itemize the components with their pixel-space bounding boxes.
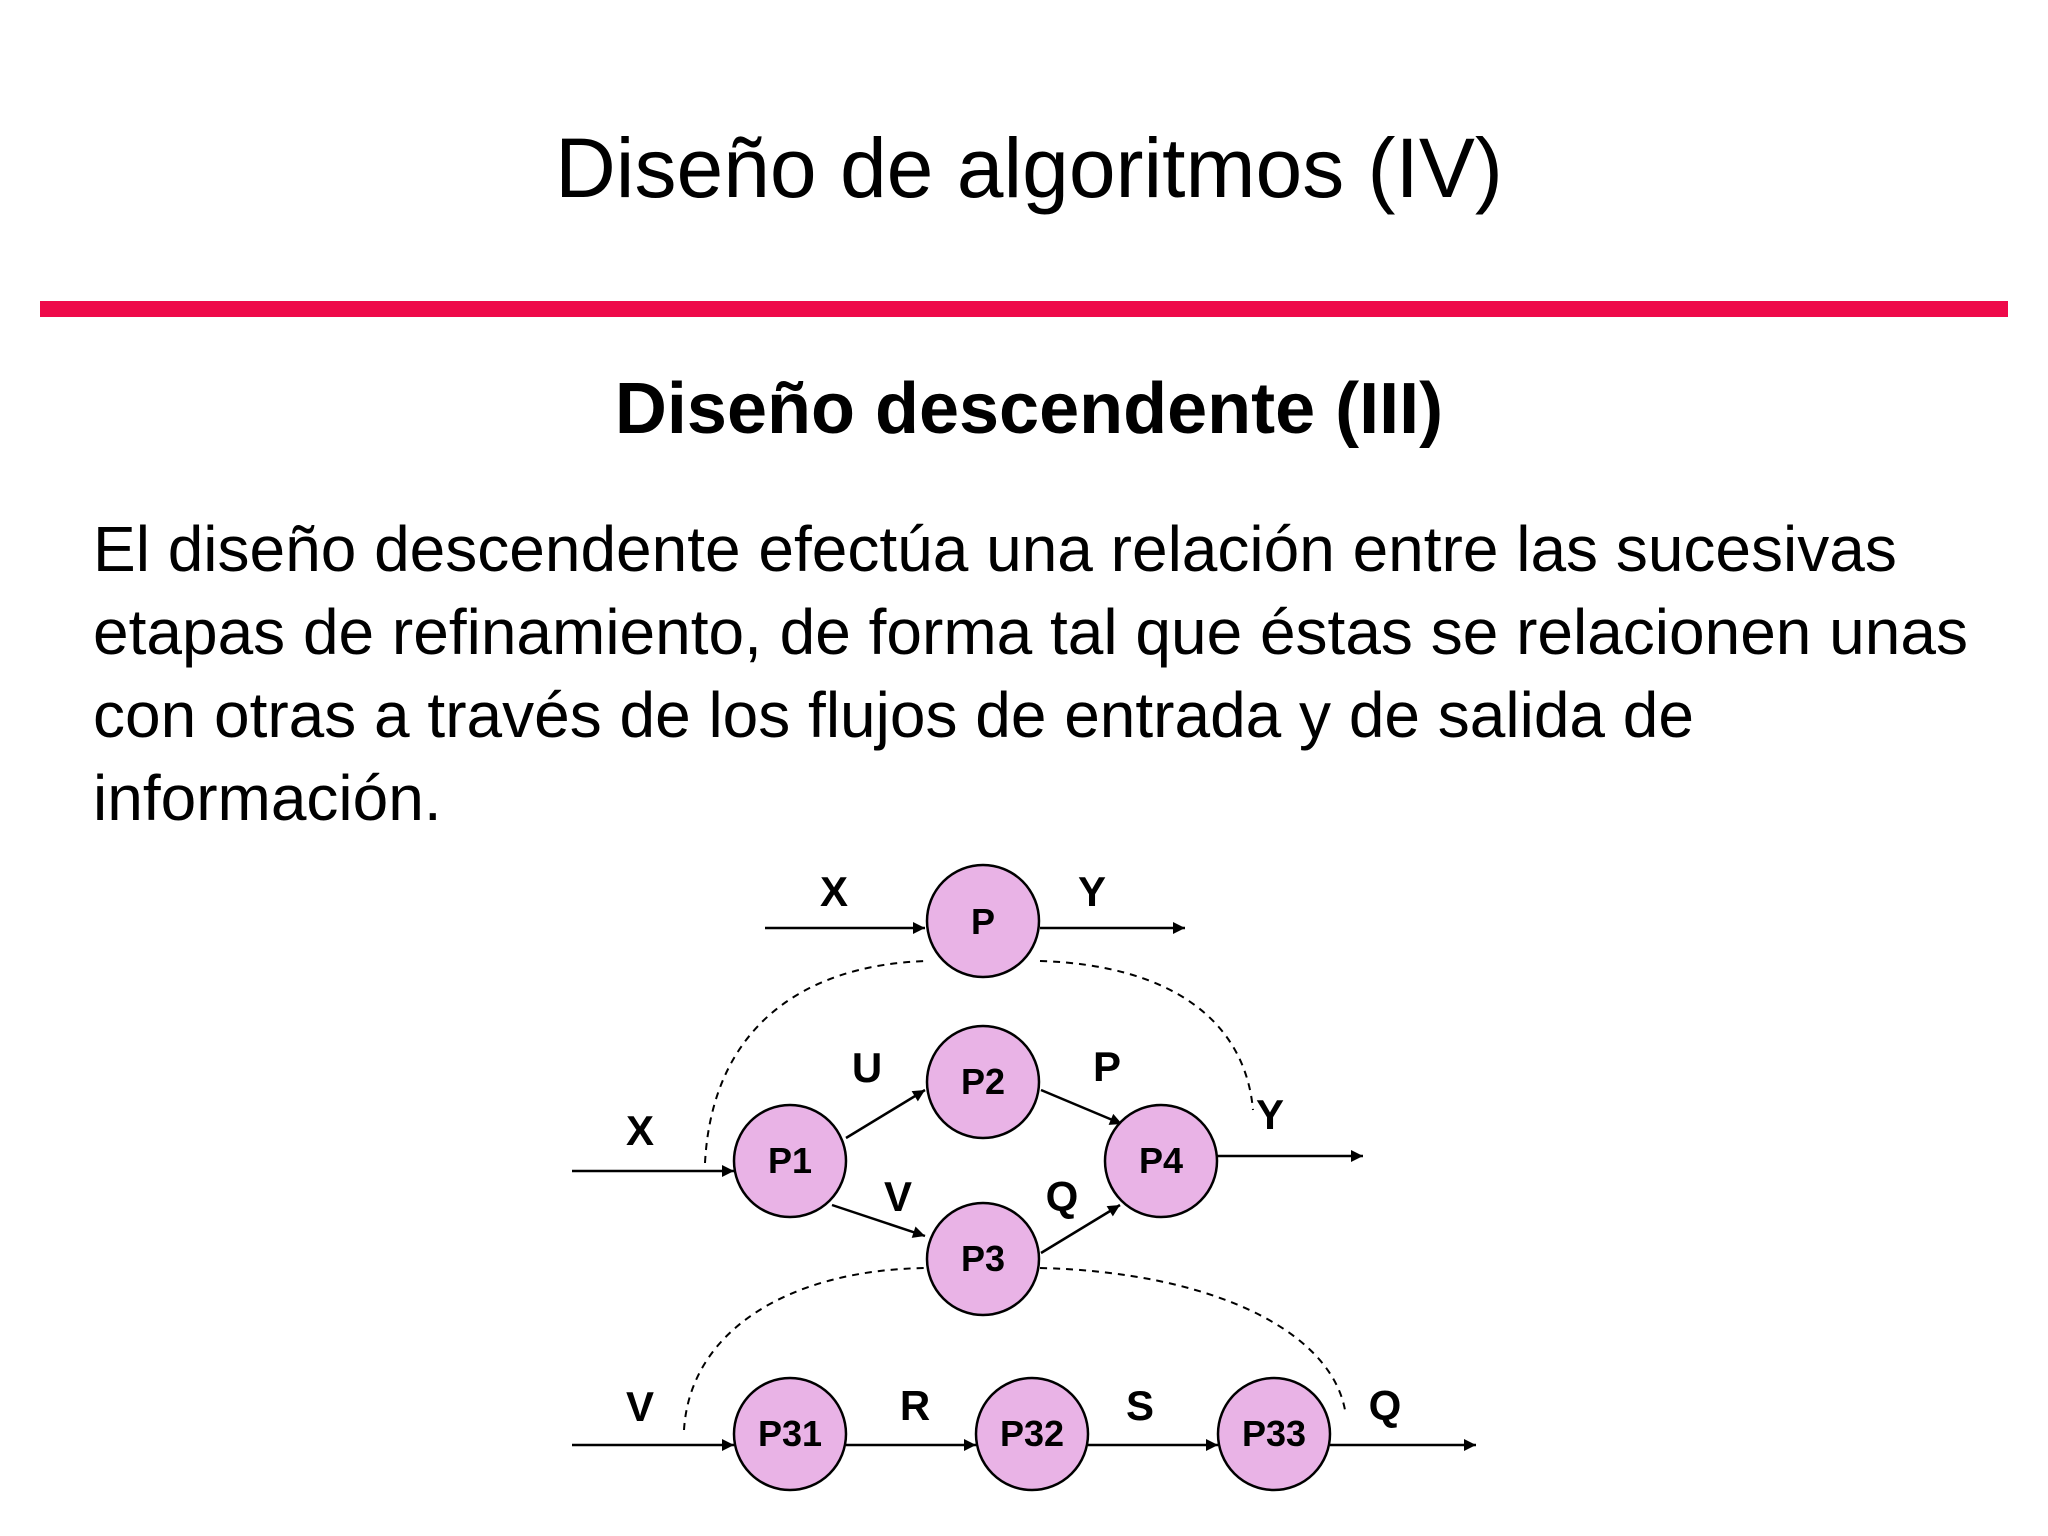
node-p-label: P	[971, 901, 995, 942]
flow-label-y: Y	[1078, 868, 1106, 915]
node-p4	[1103, 1103, 1219, 1219]
arrow-p1-to-p2	[845, 1088, 926, 1140]
flow-label-u: U	[852, 1044, 882, 1091]
node-p1	[732, 1103, 848, 1219]
node-p1-label: P1	[768, 1140, 812, 1181]
node-p33-label: P33	[1242, 1413, 1306, 1454]
refinement-arc-p-right	[1039, 960, 1254, 1111]
node-p31	[732, 1376, 848, 1492]
flow-label-r: R	[900, 1382, 930, 1429]
flow-label-q: Q	[1046, 1173, 1079, 1220]
refinement-arc-p3-left	[683, 1267, 926, 1431]
flow-label-p: P	[1093, 1043, 1121, 1090]
node-p3	[925, 1201, 1041, 1317]
flow-label-q3: Q	[1369, 1382, 1402, 1429]
flow-label-x2: X	[626, 1107, 654, 1154]
node-p32-label: P32	[1000, 1413, 1064, 1454]
level-3: P31 P32 P33 V R S Q	[572, 1376, 1476, 1492]
level-1: P X Y	[765, 863, 1185, 979]
body-paragraph: El diseño descendente efectúa una relaci…	[93, 513, 1968, 834]
flow-label-s: S	[1126, 1382, 1154, 1429]
node-p2	[925, 1024, 1041, 1140]
node-p2-label: P2	[961, 1061, 1005, 1102]
node-p33	[1216, 1376, 1332, 1492]
node-p3-label: P3	[961, 1238, 1005, 1279]
flow-label-x: X	[820, 868, 848, 915]
refinement-arc-p3-right	[1039, 1267, 1346, 1411]
level-2: P1 P2 P3 P4 X U V P Q Y	[572, 1024, 1363, 1317]
slide-subtitle: Diseño descendente (III)	[614, 369, 1444, 449]
title-divider	[40, 301, 2008, 317]
node-p	[925, 863, 1041, 979]
refinement-arc-p-left	[704, 960, 928, 1164]
flow-label-y2: Y	[1256, 1091, 1284, 1138]
slide-title: Diseño de algoritmos (IV)	[555, 121, 1503, 215]
flow-label-v3: V	[626, 1383, 654, 1430]
flow-label-v: V	[884, 1173, 912, 1220]
arrow-p1-to-p3	[831, 1203, 926, 1238]
node-p4-label: P4	[1139, 1140, 1183, 1181]
arrow-p3-to-p4	[1040, 1203, 1121, 1255]
arrow-p2-to-p4	[1040, 1088, 1123, 1126]
node-p32	[974, 1376, 1090, 1492]
node-p31-label: P31	[758, 1413, 822, 1454]
